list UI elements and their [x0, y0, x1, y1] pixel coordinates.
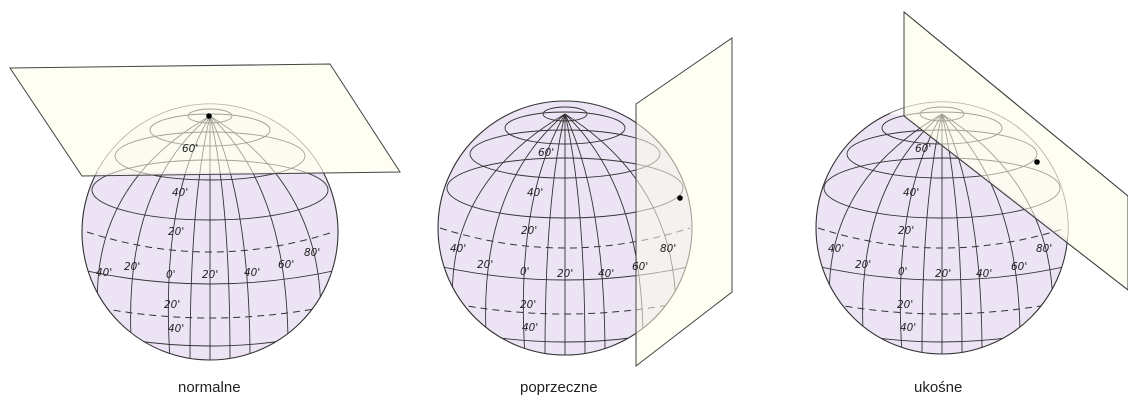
degree-label: 40': [450, 243, 466, 255]
panel-normal: 60' 40' 20' 40' 20' 0' 20' 40' 60' 80' 2…: [10, 64, 400, 396]
caption-normalne: normalne: [178, 379, 241, 396]
degree-label: 0': [898, 266, 908, 278]
degree-label: 20': [477, 259, 493, 271]
panel-transverse: 60' 40' 20' 40' 20' 0' 20' 40' 60' 80' 2…: [438, 38, 732, 396]
degree-label: 40': [903, 187, 919, 199]
degree-label: 60': [1011, 261, 1027, 273]
degree-label: 60': [632, 261, 648, 273]
degree-label: 40': [96, 267, 112, 279]
degree-label: 20': [935, 268, 951, 280]
degree-label: 40': [527, 187, 543, 199]
caption-ukosne: ukośne: [914, 379, 962, 396]
degree-label: 60': [538, 147, 554, 159]
caption-poprzeczne: poprzeczne: [520, 379, 598, 396]
degree-label: 20': [124, 261, 140, 273]
degree-label: 60': [915, 143, 931, 155]
tangent-point-oblique: [1034, 159, 1040, 165]
degree-label: 40': [976, 268, 992, 280]
tangent-point-normal: [206, 113, 212, 119]
degree-label: 40': [168, 323, 184, 335]
degree-label: 40': [244, 267, 260, 279]
tangent-plane-normal: [10, 64, 400, 176]
degree-label: 40': [522, 322, 538, 334]
degree-label: 20': [898, 225, 914, 237]
degree-label: 20': [202, 269, 218, 281]
degree-label: 20': [521, 225, 537, 237]
tangent-plane-transverse: [636, 38, 732, 366]
degree-label: 80': [660, 243, 676, 255]
degree-label: 40': [828, 243, 844, 255]
tangent-point-transverse: [677, 195, 683, 201]
degree-label: 40': [900, 322, 916, 334]
degree-label: 60': [278, 259, 294, 271]
degree-label: 20': [168, 226, 184, 238]
degree-label: 40': [598, 268, 614, 280]
degree-label: 80': [304, 247, 320, 259]
panel-oblique: 60' 40' 20' 40' 20' 0' 20' 40' 60' 80' 2…: [816, 12, 1128, 396]
degree-label: 0': [520, 266, 530, 278]
degree-label: 20': [557, 268, 573, 280]
degree-label: 20': [164, 299, 180, 311]
degree-label: 80': [1036, 243, 1052, 255]
degree-label: 60': [182, 143, 198, 155]
degree-label: 20': [897, 299, 913, 311]
degree-label: 20': [520, 299, 536, 311]
degree-label: 20': [855, 259, 871, 271]
degree-label: 0': [166, 269, 176, 281]
degree-label: 40': [172, 187, 188, 199]
